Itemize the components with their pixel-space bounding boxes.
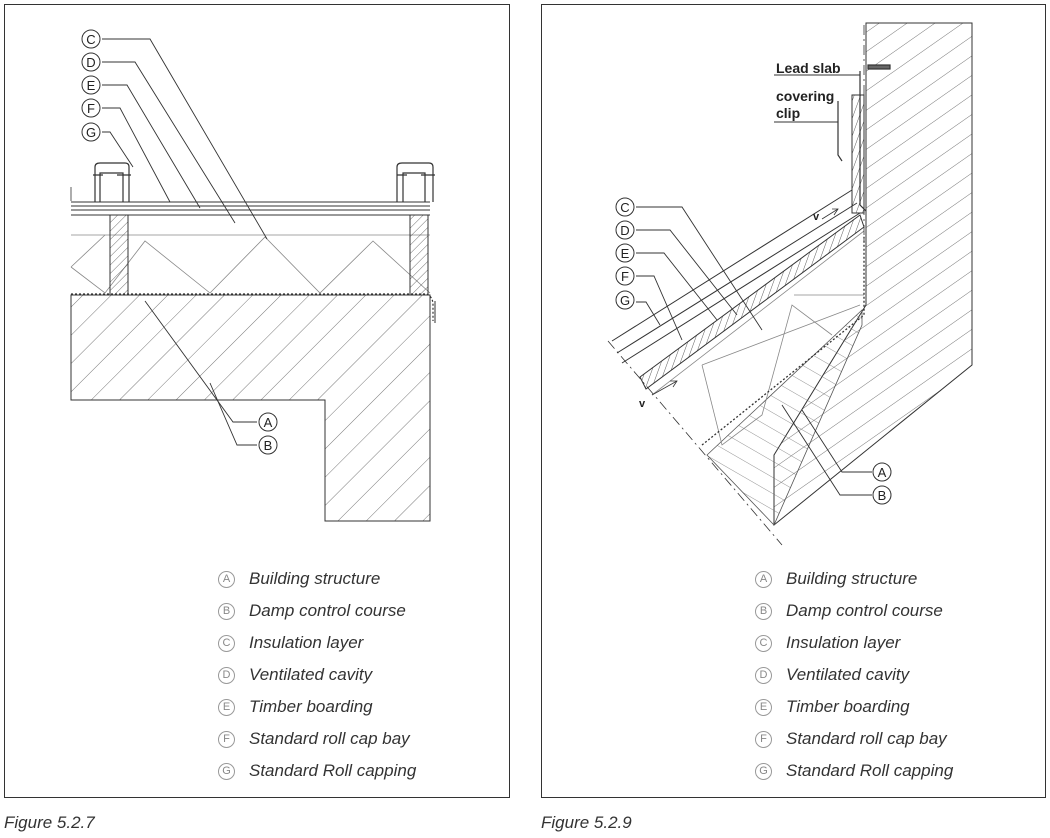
- svg-text:B: B: [264, 438, 273, 453]
- svg-text:D: D: [620, 223, 629, 238]
- callout-C: C: [81, 29, 101, 49]
- legend-item: B Damp control course: [755, 595, 953, 627]
- legend-text: Standard roll cap bay: [786, 729, 947, 748]
- svg-text:G: G: [620, 293, 630, 308]
- legend-letter: A: [755, 570, 772, 588]
- timber-boarding: [71, 201, 430, 216]
- legend-item: G Standard Roll capping: [218, 755, 416, 787]
- legend-letter: G: [218, 762, 235, 780]
- flat-roof-section-drawing: C D E F G A B: [70, 29, 436, 522]
- legend-letter: D: [218, 666, 235, 684]
- figure-caption-right: Figure 5.2.9: [541, 813, 632, 832]
- legend-left: A Building structure B Damp control course…: [218, 563, 416, 787]
- legend-item: C Insulation layer: [218, 627, 416, 659]
- pitched-roof-abutment-drawing: Lead slab covering clip v v C D E F G A …: [607, 22, 973, 546]
- building-structure: [706, 309, 863, 526]
- legend-letter: D: [755, 666, 772, 684]
- covering-clip: [851, 94, 865, 214]
- legend-letter: E: [755, 698, 772, 716]
- legend-item: D Ventilated cavity: [755, 659, 953, 691]
- legend-item: E Timber boarding: [218, 691, 416, 723]
- callout-C: C: [615, 197, 635, 217]
- svg-text:G: G: [86, 125, 96, 140]
- roof-covering-layers: [611, 189, 861, 364]
- legend-letter: B: [755, 602, 772, 620]
- legend-letter: F: [218, 730, 235, 748]
- leader-lines: [102, 38, 268, 446]
- insulation-layer: [651, 230, 865, 446]
- legend-item: C Insulation layer: [755, 627, 953, 659]
- legend-letter: C: [755, 634, 772, 652]
- roll-cap-left: [93, 162, 131, 202]
- svg-text:C: C: [620, 200, 629, 215]
- legend-item: A Building structure: [755, 563, 953, 595]
- svg-text:D: D: [86, 55, 95, 70]
- svg-text:A: A: [264, 415, 273, 430]
- legend-text: Insulation layer: [786, 633, 901, 652]
- legend-item: F Standard roll cap bay: [755, 723, 953, 755]
- callout-B: B: [258, 435, 278, 455]
- svg-text:F: F: [87, 101, 95, 116]
- figure-caption-left: Figure 5.2.7: [4, 813, 95, 832]
- roll-cap-right: [396, 162, 435, 202]
- callout-F: F: [81, 98, 101, 118]
- legend-text: Standard Roll capping: [249, 761, 417, 780]
- figure-5-2-9-panel: Lead slab covering clip v v C D E F G A …: [541, 4, 1046, 798]
- callout-A: A: [872, 462, 892, 482]
- legend-text: Standard Roll capping: [786, 761, 954, 780]
- legend-letter: F: [755, 730, 772, 748]
- callout-D: D: [615, 220, 635, 240]
- svg-text:B: B: [878, 488, 887, 503]
- legend-letter: A: [218, 570, 235, 588]
- legend-item: E Timber boarding: [755, 691, 953, 723]
- callout-G: G: [615, 290, 635, 310]
- legend-item: B Damp control course: [218, 595, 416, 627]
- clip-label: clip: [776, 105, 800, 121]
- leader-lines: [636, 74, 872, 496]
- legend-text: Damp control course: [249, 601, 406, 620]
- svg-text:F: F: [621, 269, 629, 284]
- legend-letter: G: [755, 762, 772, 780]
- lead-slab-label: Lead slab: [776, 60, 841, 76]
- svg-text:E: E: [87, 78, 96, 93]
- callout-A: A: [258, 412, 278, 432]
- vent-mark-lower: v: [639, 398, 646, 410]
- damp-control-course: [701, 235, 865, 446]
- legend-text: Damp control course: [786, 601, 943, 620]
- svg-text:E: E: [621, 246, 630, 261]
- legend-text: Building structure: [249, 569, 381, 588]
- callout-D: D: [81, 52, 101, 72]
- legend-text: Ventilated cavity: [786, 665, 910, 684]
- figure-5-2-7-panel: C D E F G A B A Building structure B Damp …: [4, 4, 510, 798]
- legend-letter: B: [218, 602, 235, 620]
- covering-label: covering: [776, 88, 834, 104]
- legend-item: F Standard roll cap bay: [218, 723, 416, 755]
- vent-arrows: [651, 208, 839, 396]
- building-structure: [70, 294, 431, 522]
- vent-mark-upper: v: [813, 211, 820, 223]
- legend-right: A Building structure B Damp control course…: [755, 563, 953, 787]
- timber-batten-left: [109, 214, 129, 296]
- legend-text: Standard roll cap bay: [249, 729, 410, 748]
- legend-text: Building structure: [786, 569, 918, 588]
- legend-item: G Standard Roll capping: [755, 755, 953, 787]
- callout-E: E: [81, 75, 101, 95]
- legend-letter: C: [218, 634, 235, 652]
- svg-text:C: C: [86, 32, 95, 47]
- timber-batten-right: [409, 214, 429, 296]
- svg-text:A: A: [878, 465, 887, 480]
- legend-item: A Building structure: [218, 563, 416, 595]
- legend-letter: E: [218, 698, 235, 716]
- callout-E: E: [615, 243, 635, 263]
- legend-item: D Ventilated cavity: [218, 659, 416, 691]
- legend-text: Insulation layer: [249, 633, 364, 652]
- legend-text: Timber boarding: [786, 697, 910, 716]
- legend-text: Timber boarding: [249, 697, 373, 716]
- callout-B: B: [872, 485, 892, 505]
- legend-text: Ventilated cavity: [249, 665, 373, 684]
- callout-G: G: [81, 122, 101, 142]
- callout-F: F: [615, 266, 635, 286]
